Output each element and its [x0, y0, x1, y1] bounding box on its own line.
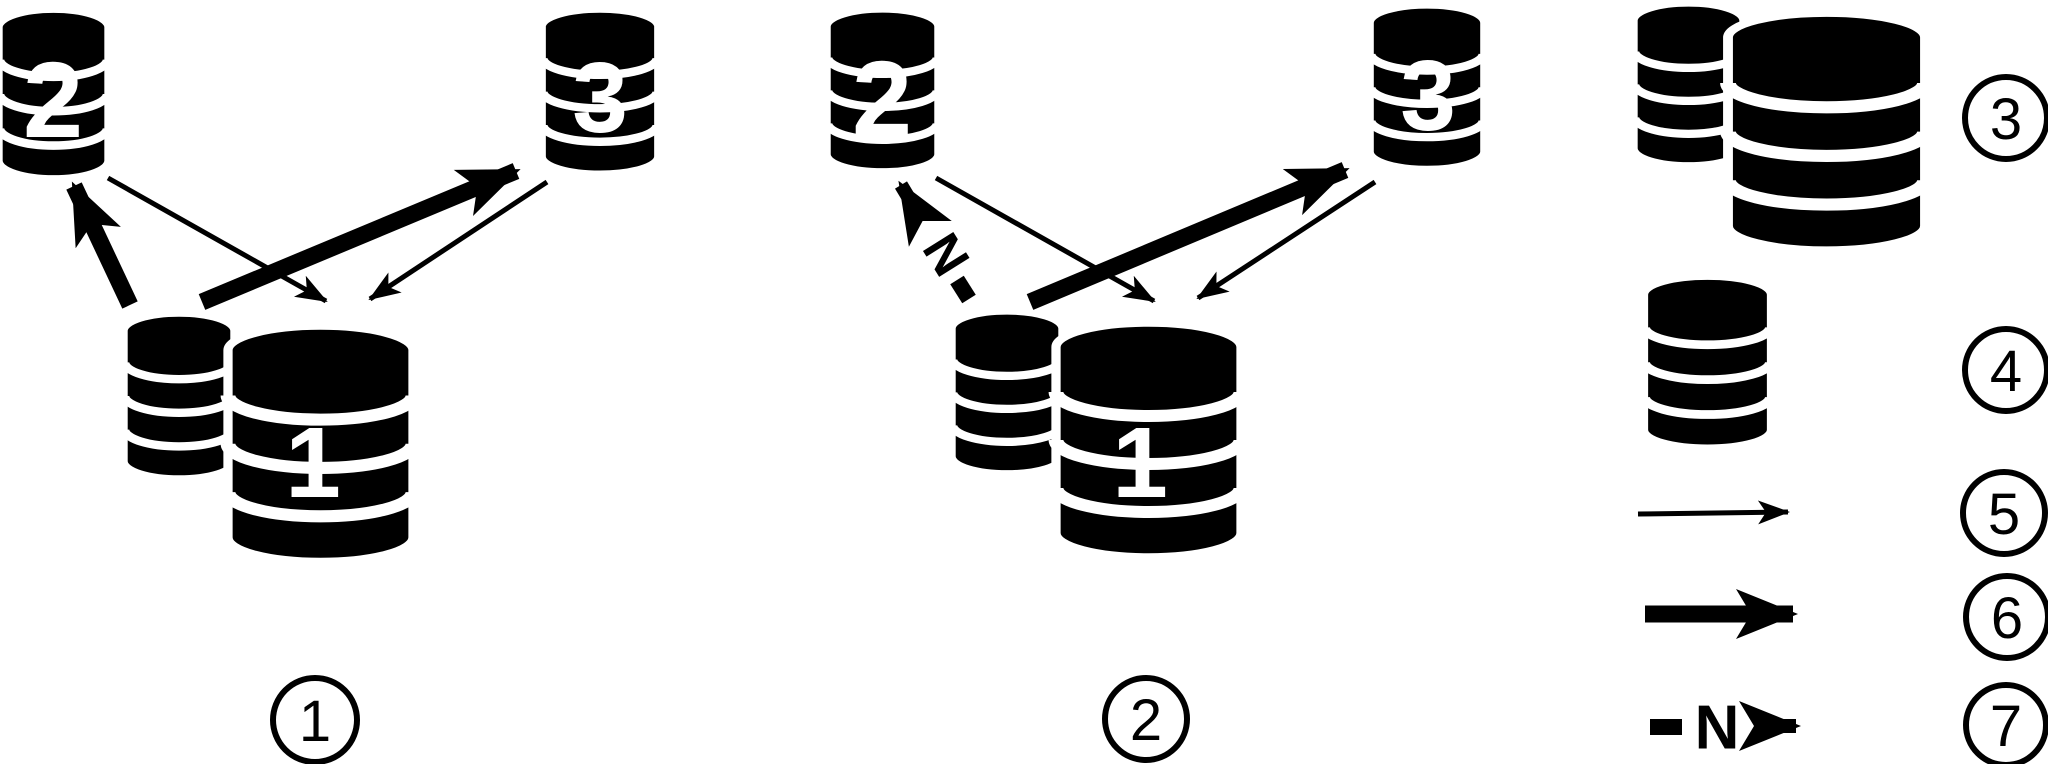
panel-number: 2	[1130, 688, 1162, 753]
legend-number: 6	[1991, 586, 2023, 651]
thick-arrow-db1-to-db3	[1026, 162, 1350, 310]
circled-number-outline	[1102, 675, 1190, 763]
thin-arrow-db3-to-db1	[368, 179, 549, 302]
dash-segment	[950, 275, 976, 304]
circled-number-outline	[1960, 469, 2048, 557]
legend-number: 7	[1990, 694, 2022, 759]
legend-item-thick-arrow: 6	[1645, 573, 2048, 661]
database-icon-node1-replica	[953, 312, 1061, 473]
panel-2: N 2 3 1 2	[828, 6, 1483, 763]
legend-item-thin-arrow: 5	[1637, 469, 2048, 557]
circled-number-outline	[1962, 74, 2048, 162]
panel-2-badge: 2	[1102, 675, 1190, 763]
dashed-n-arrow-db1-to-db2: N	[894, 180, 980, 304]
circled-number-outline	[1962, 326, 2048, 414]
legend-number: 5	[1988, 482, 2020, 547]
edge-annotation: N	[1695, 693, 1740, 762]
database-icon-large	[1728, 13, 1925, 250]
circled-number-outline	[270, 675, 360, 764]
db-label: 1	[285, 407, 341, 519]
legend-item-database-pair: 3	[1635, 4, 2048, 250]
thin-arrow-db2-to-db1	[934, 175, 1156, 304]
database-icon	[1645, 277, 1770, 447]
thick-arrow-db1-to-db3	[198, 163, 521, 310]
thin-arrow-db3-to-db1	[1196, 179, 1377, 301]
thin-arrow	[1637, 500, 1790, 525]
panel-1: 2 3 1 1	[0, 10, 657, 764]
circled-number-outline	[1963, 682, 2048, 764]
db-label: 3	[572, 42, 628, 154]
db-label: 2	[23, 39, 83, 160]
legend-item-dashed-n-arrow: N 7	[1650, 682, 2048, 764]
edge-annotation: N	[911, 224, 980, 287]
legend-item-database-single: 4	[1645, 277, 2048, 447]
circled-number-outline	[1963, 573, 2048, 661]
thin-arrow-db2-to-db1	[106, 175, 328, 304]
panel-1-badge: 1	[270, 675, 360, 764]
database-icon-node1-replica	[125, 314, 233, 478]
panel-number: 1	[299, 689, 331, 754]
legend-number: 4	[1990, 339, 2022, 404]
db-label: 3	[1400, 40, 1456, 152]
thick-arrowhead	[894, 180, 952, 247]
legend-number: 3	[1990, 87, 2022, 152]
db-label: 1	[1112, 407, 1168, 519]
legend: 3 4 5 6 N 7	[1635, 4, 2048, 764]
db-label: 2	[852, 38, 912, 159]
thick-arrow-db1-to-db2	[66, 181, 138, 309]
